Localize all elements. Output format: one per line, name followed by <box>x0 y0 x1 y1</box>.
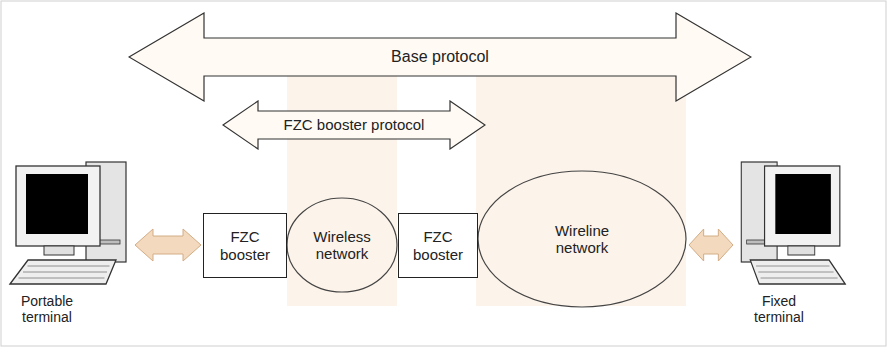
node-label: Base protocol <box>391 48 489 66</box>
terminal-label: Fixed terminal <box>739 293 819 325</box>
link-arrow <box>689 229 733 261</box>
monitor-screen <box>26 174 88 234</box>
key-row <box>19 278 105 279</box>
key-row <box>761 278 838 279</box>
monitor-stand <box>44 246 74 255</box>
booster-box: FZC booster <box>203 213 287 278</box>
wireline-panel <box>476 68 686 306</box>
keyboard <box>10 260 116 284</box>
key-row <box>28 266 110 267</box>
wireless-panel <box>287 68 397 306</box>
monitor-stand <box>788 246 815 255</box>
node-label: FZC booster <box>208 228 282 263</box>
node-label: Wireless network <box>302 228 382 263</box>
network-ellipse: Wireline network <box>477 170 687 308</box>
node-label: FZC booster protocol <box>284 116 425 133</box>
key-row <box>758 272 833 273</box>
node-label: Wireline network <box>532 222 632 257</box>
computer-illustration <box>735 160 847 290</box>
monitor <box>16 166 100 246</box>
protocol-arrow: FZC booster protocol <box>222 100 486 150</box>
protocol-arrow: Base protocol <box>128 12 752 102</box>
monitor-screen <box>775 174 831 234</box>
monitor <box>765 166 840 246</box>
terminal-node: Portable terminal <box>8 160 133 338</box>
node-label: FZC booster <box>403 228 473 263</box>
terminal-label: Portable terminal <box>8 293 86 325</box>
key-row <box>756 266 829 267</box>
terminal-node: Fixed terminal <box>735 160 847 338</box>
booster-box: FZC booster <box>398 213 478 278</box>
keyboard <box>750 260 845 284</box>
computer-icon <box>741 162 845 284</box>
key-row <box>23 272 107 273</box>
computer-illustration <box>8 160 133 290</box>
network-ellipse: Wireless network <box>286 197 398 293</box>
link-arrow <box>135 229 201 261</box>
computer-icon <box>10 162 126 284</box>
